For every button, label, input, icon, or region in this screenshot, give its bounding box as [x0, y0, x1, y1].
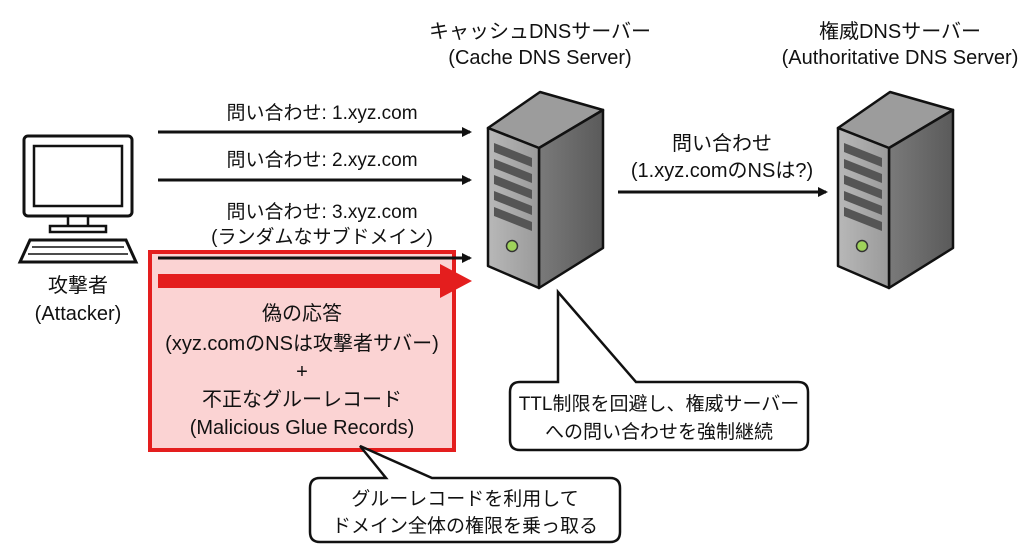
ttl-callout-line2: への問い合わせを強制継続 — [545, 421, 773, 443]
query-label-3-sub: (ランダムなサブドメイン) — [211, 225, 433, 248]
ttl-callout-line1: TTL制限を回避し、権威サーバー — [519, 393, 800, 415]
query-label-3: 問い合わせ: 3.xyz.com — [226, 201, 417, 223]
glue-callout — [308, 444, 622, 544]
fake-response-detail: (xyz.comのNSは攻撃者サバー) — [165, 332, 439, 355]
glue-callout-line2: ドメイン全体の権限を乗っ取る — [332, 515, 598, 537]
auth-server-label-ja: 権威DNSサーバー — [819, 20, 981, 43]
glue-records-ja: 不正なグルーレコード — [202, 388, 402, 411]
cache-server-label-en: (Cache DNS Server) — [448, 47, 631, 69]
glue-records-en: (Malicious Glue Records) — [190, 417, 415, 439]
auth-server-label-en: (Authoritative DNS Server) — [782, 47, 1019, 69]
cache-server-label-ja: キャッシュDNSサーバー — [429, 21, 651, 43]
upstream-query-detail: (1.xyz.comのNSは?) — [631, 160, 813, 182]
attacker-label-en: (Attacker) — [35, 303, 122, 325]
query-label-1: 問い合わせ: 1.xyz.com — [226, 102, 417, 124]
ttl-callout — [508, 288, 810, 452]
fake-response-arrow — [158, 264, 472, 298]
cache-server-icon — [486, 90, 605, 290]
glue-callout-line1: グルーレコードを利用して — [351, 488, 578, 510]
fake-response-plus: + — [296, 361, 308, 383]
query-label-2: 問い合わせ: 2.xyz.com — [226, 149, 417, 171]
fake-response-title: 偽の応答 — [262, 302, 342, 325]
computer-icon — [17, 134, 139, 264]
upstream-query-label: 問い合わせ — [672, 132, 772, 155]
auth-server-icon — [836, 90, 955, 290]
attacker-label-ja: 攻撃者 — [48, 274, 108, 297]
